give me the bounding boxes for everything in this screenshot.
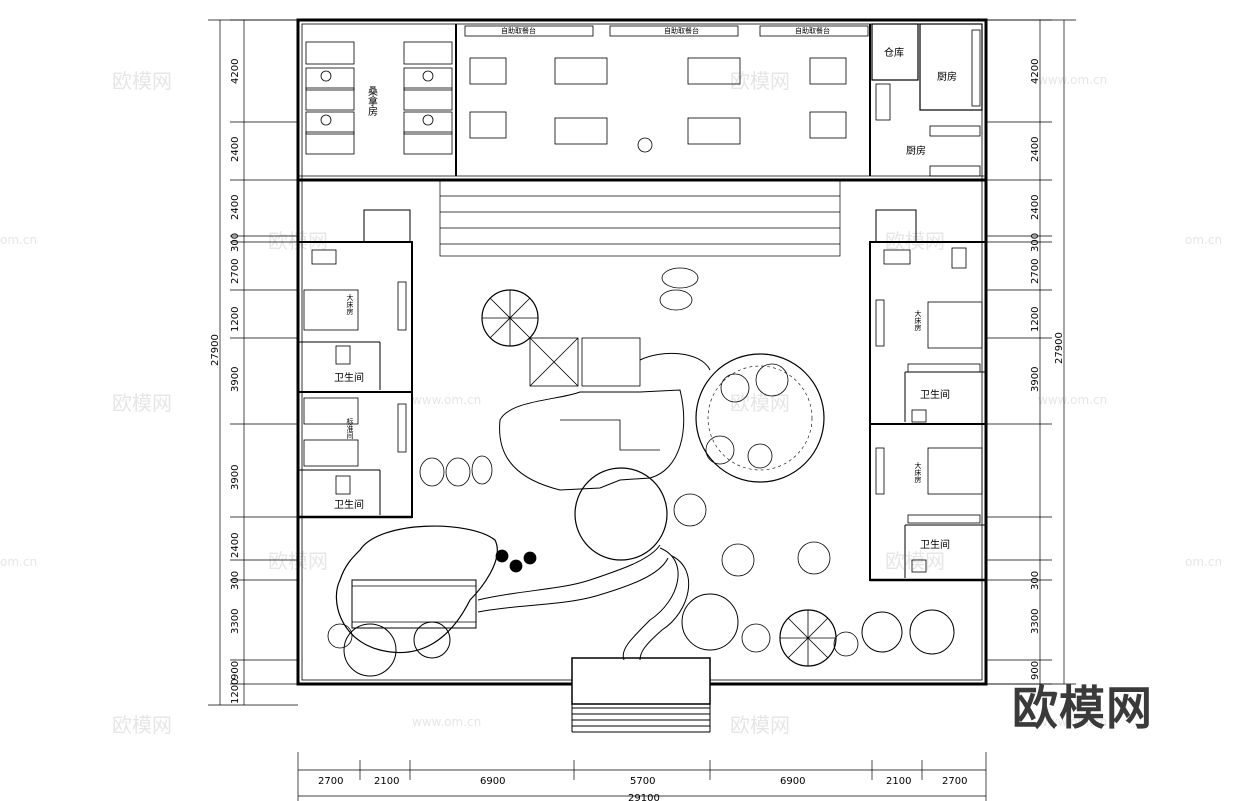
watermark-url: www.om.cn [1038, 715, 1107, 729]
watermark-url: om.cn [1185, 233, 1222, 247]
kitchen-fixtures [875, 29, 981, 177]
standard-room-label: 标准间 [346, 417, 354, 440]
dining-tables [464, 25, 869, 153]
dimension-label: 6900 [780, 776, 805, 787]
dimension-label: 3300 [230, 609, 241, 634]
right-dimension-labels: 4200 2400 2400 300 2700 1200 3900 300 3300 900 [1030, 59, 1041, 680]
left-dimension-ticks [230, 19, 298, 685]
kitchen-label: 厨房 [906, 144, 926, 157]
bathroom-label: 卫生间 [334, 371, 364, 384]
sauna-chairs [305, 41, 453, 155]
building-walls [296, 18, 988, 733]
dimension-label: 300 [230, 233, 241, 252]
watermark-brand: 欧模网 [730, 713, 790, 737]
dimension-label: 2700 [318, 776, 343, 787]
dimension-label: 3900 [230, 465, 241, 490]
big-bed-room-label: 大床房 [914, 309, 922, 332]
paved-area [439, 179, 841, 257]
dimension-label: 5700 [630, 776, 655, 787]
dimension-label: 2100 [374, 776, 399, 787]
bathroom-label: 卫生间 [920, 388, 950, 401]
total-height-label: 27900 [210, 334, 221, 366]
dimension-label: 2400 [1030, 137, 1041, 162]
bathroom-label: 卫生间 [920, 538, 950, 551]
left-bedroom-furniture [303, 249, 407, 495]
sauna-label: 桑拿房 [366, 86, 378, 117]
dimension-label: 1200 [1030, 307, 1041, 332]
dimension-label: 900 [1030, 661, 1041, 680]
watermark-url: om.cn [0, 233, 37, 247]
watermark-url: www.om.cn [1038, 73, 1107, 87]
dimension-label: 300 [1030, 233, 1041, 252]
watermark-url: www.om.cn [412, 393, 481, 407]
left-dimension-labels: 4200 2400 2400 300 2700 1200 3900 3900 2400 300 33… [230, 59, 241, 704]
dimension-label: 3300 [1030, 609, 1041, 634]
watermark-url: om.cn [0, 555, 37, 569]
dimension-label: 2700 [942, 776, 967, 787]
big-bed-room-label: 大床房 [346, 293, 354, 316]
garden [327, 267, 955, 677]
dimension-label: 2400 [230, 195, 241, 220]
kitchen-label: 厨房 [937, 70, 957, 83]
bottom-dimension-labels: 2700 2100 6900 5700 6900 2100 2700 29100 [318, 776, 967, 801]
watermark-brand: 欧模网 [730, 391, 790, 415]
dimension-label: 2700 [1030, 259, 1041, 284]
buffet-counter-label: 自助取餐台 [664, 26, 699, 35]
dimension-label: 2400 [230, 533, 241, 558]
bathroom-label: 卫生间 [334, 498, 364, 511]
watermark-brand: 欧模网 [885, 549, 945, 573]
dimension-label: 3900 [230, 367, 241, 392]
buffet-counter-label: 自助取餐台 [501, 26, 536, 35]
watermark-brand: 欧模网 [112, 69, 172, 93]
watermark-url: www.om.cn [1038, 393, 1107, 407]
dimension-label: 1200 [230, 679, 241, 704]
buffet-counter-label: 自助取餐台 [795, 26, 830, 35]
total-height-label: 27900 [1054, 332, 1065, 364]
watermark-brand: 欧模网 [112, 391, 172, 415]
dimension-label: 6900 [480, 776, 505, 787]
watermark-brand: 欧模网 [112, 713, 172, 737]
right-bedroom-furniture [875, 247, 983, 573]
dimension-label: 2400 [1030, 195, 1041, 220]
watermark-brand: 欧模网 [730, 69, 790, 93]
big-bed-room-label: 大床房 [914, 461, 922, 484]
storage-label: 仓库 [884, 46, 904, 59]
watermark-url: www.om.cn [412, 715, 481, 729]
dimension-label: 2700 [230, 259, 241, 284]
dimension-label: 300 [230, 571, 241, 590]
dimension-label: 2400 [230, 137, 241, 162]
watermark-url: om.cn [1185, 555, 1222, 569]
dimension-label: 1200 [230, 307, 241, 332]
dimension-label: 4200 [230, 59, 241, 84]
dimension-label: 3900 [1030, 367, 1041, 392]
dimension-label: 900 [230, 661, 241, 680]
dimension-label: 4200 [1030, 59, 1041, 84]
watermark-layer: 欧模网 欧模网 欧模网 欧模网 欧模网 欧模网 欧模网 欧模网 欧模网 欧模网 … [0, 69, 1222, 737]
total-width-label: 29100 [628, 793, 660, 801]
right-dimension-ticks [986, 19, 1052, 685]
dimension-label: 2100 [886, 776, 911, 787]
room-labels: 桑拿房 自助取餐台 自助取餐台 自助取餐台 仓库 厨房 厨房 大床房 标准间 大… [334, 26, 957, 551]
brand-logo: 欧模网 [1012, 681, 1153, 735]
dimension-label: 300 [1030, 571, 1041, 590]
